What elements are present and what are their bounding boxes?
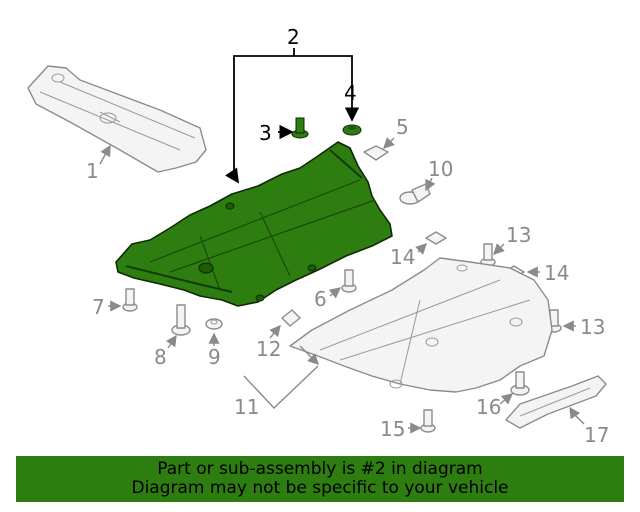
part-7-bolt[interactable] [122,288,138,312]
part-11-rear-under-cover[interactable] [289,257,553,393]
part-8-bolt[interactable] [171,304,191,336]
part-12-clip[interactable] [281,309,301,327]
callout-7: 7 [92,295,105,319]
callout-17: 17 [584,423,609,447]
part-6-bolt[interactable] [341,269,357,293]
part-15-bolt[interactable] [420,409,436,433]
part-17-bracket[interactable] [505,375,607,429]
callout-15: 15 [380,417,405,441]
part-9-nut[interactable] [205,318,223,330]
callout-5: 5 [396,115,409,139]
callout-6: 6 [314,287,327,311]
info-banner: Part or sub-assembly is #2 in diagram Di… [16,456,624,502]
callout-12: 12 [256,337,281,361]
callout-2: 2 [287,25,300,49]
part-16-nut[interactable] [510,371,530,396]
part-14-clip-a[interactable] [425,231,447,245]
part-2-engine-under-cover[interactable] [115,141,393,307]
part-4-nut[interactable] [342,124,362,136]
part-1-upper-cover[interactable] [27,65,207,173]
parts-diagram: 1 2 3 4 5 10 14 13 14 13 6 7 8 9 12 11 1… [27,25,609,447]
part-10-push-pin[interactable] [399,183,431,205]
callout-13-a: 13 [506,223,531,247]
part-3-bolt[interactable] [291,117,309,139]
callout-9: 9 [208,345,221,369]
callout-14-b: 14 [544,261,569,285]
callout-4: 4 [344,81,357,105]
callout-10: 10 [428,157,453,181]
banner-line-1: Part or sub-assembly is #2 in diagram [157,459,483,479]
callout-8: 8 [154,345,167,369]
callout-1: 1 [86,159,99,183]
part-5-clip[interactable] [363,145,389,161]
part-13-bolt-a[interactable] [480,243,496,267]
callout-13-b: 13 [580,315,605,339]
callout-3: 3 [259,121,272,145]
callout-14-a: 14 [390,245,415,269]
callout-11: 11 [234,395,259,419]
leader-lines [99,48,585,434]
banner-line-2: Diagram may not be specific to your vehi… [131,478,509,498]
callout-16: 16 [476,395,501,419]
